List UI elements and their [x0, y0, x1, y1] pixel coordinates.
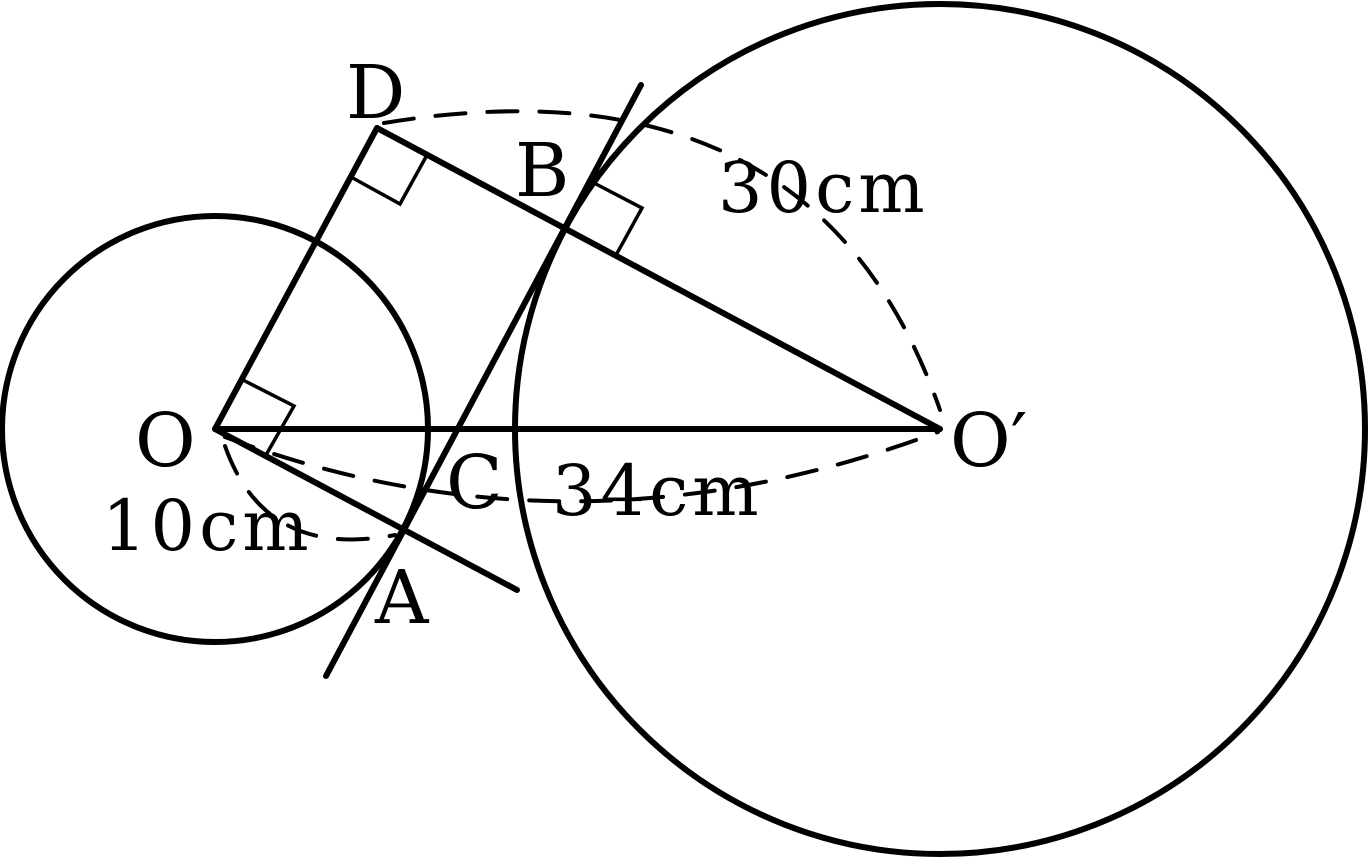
label-point-c: C: [446, 440, 503, 526]
dimension-arc-30cm: [382, 109, 942, 412]
label-small-radius: 10cm: [102, 485, 313, 567]
segment-d-o-prime: [374, 125, 943, 432]
label-large-radius: 30cm: [718, 147, 929, 229]
right-angle-mark-o: [242, 378, 297, 456]
segment-o-a-extended: [212, 426, 520, 593]
right-angle-mark-b: [593, 181, 645, 258]
right-angle-mark-d: [350, 154, 429, 207]
label-point-o: O: [135, 398, 196, 484]
label-point-o-prime: O′: [950, 398, 1027, 484]
segment-o-d: [212, 125, 380, 432]
dimension-arc-10cm: [223, 444, 397, 542]
label-point-b: B: [515, 128, 569, 214]
label-point-a: A: [374, 555, 430, 641]
common-tangent-line: [323, 82, 644, 679]
label-center-distance: 34cm: [552, 450, 763, 532]
dimension-arc-34cm: [223, 430, 940, 504]
label-point-d: D: [346, 50, 405, 136]
